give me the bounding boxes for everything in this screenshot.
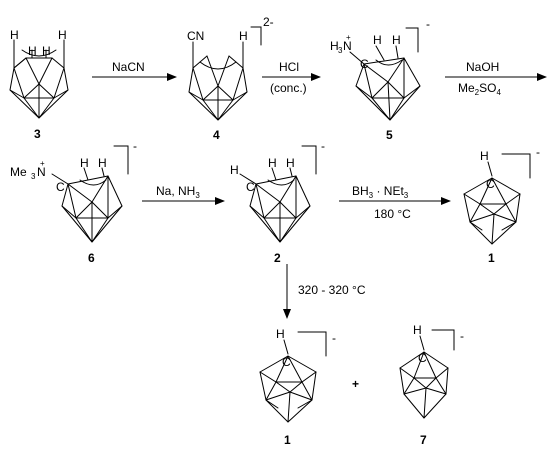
compound-2-structure: [239, 145, 317, 243]
compound-5-hydrogen-a: H: [373, 33, 382, 47]
compound-6-n-plus: +: [40, 159, 45, 168]
compound-5-structure: [349, 27, 421, 121]
compound-4-structure: [188, 26, 262, 121]
compound-4-charge: 2-: [263, 15, 274, 29]
compound-4-label: 4: [213, 128, 220, 142]
compound-7-label: 7: [420, 433, 427, 447]
compound-5-h: H: [330, 39, 339, 53]
compound-2-label: 2: [274, 251, 281, 265]
compound-2-charge: -: [321, 139, 325, 153]
reagent-hcl: HCl: [279, 60, 299, 74]
compound-4-cn-group: CN: [187, 29, 204, 43]
compound-3-label: 3: [34, 127, 41, 141]
compound-1-top-charge: -: [536, 145, 540, 159]
compound-1-top-hydrogen: H: [480, 149, 489, 163]
reagent-na-nh3: Na, NH3: [156, 184, 200, 200]
compound-1-bottom-carbon: C: [282, 355, 291, 369]
compound-7-hydrogen: H: [413, 323, 422, 337]
compound-5-h-sub: 3: [338, 46, 343, 55]
compound-7-charge: -: [460, 329, 464, 343]
compound-6-carbon: C: [56, 180, 65, 194]
compound-1-bottom-hydrogen: H: [276, 327, 285, 341]
compound-6-n: N: [37, 165, 46, 179]
compound-5-label: 5: [386, 128, 393, 142]
compound-7-carbon: C: [418, 351, 427, 365]
compound-1-top-structure: [463, 153, 531, 245]
reagent-180c: 180 °C: [374, 207, 411, 221]
reagent-bh3-net3: BH3 · NEt3: [352, 184, 409, 200]
compound-3-hydrogen-bridge-right: H: [42, 44, 51, 58]
reagent-320c: 320 - 320 °C: [298, 283, 366, 297]
compound-1-bottom-charge: -: [332, 331, 336, 345]
reagent-me2so4: Me2SO4: [458, 81, 501, 97]
compound-6-me-sub: 3: [31, 172, 36, 181]
compound-6-charge: -: [133, 139, 137, 153]
compound-4-hydrogen: H: [239, 29, 248, 43]
compound-1-bottom-label: 1: [284, 433, 291, 447]
compound-5-n-plus: +: [346, 33, 351, 42]
plus-sign: +: [352, 377, 359, 391]
compound-3-hydrogen-bridge-left: H: [28, 44, 37, 58]
compound-3-hydrogen-left: H: [10, 28, 19, 42]
compound-6-hydrogen-b: H: [98, 156, 107, 170]
reagent-conc: (conc.): [270, 81, 307, 95]
compound-5-hydrogen-b: H: [392, 33, 401, 47]
compound-5-n: N: [343, 39, 352, 53]
compound-6-label: 6: [88, 251, 95, 265]
compound-2-hydrogen-a: H: [268, 156, 277, 170]
compound-6-hydrogen-a: H: [80, 156, 89, 170]
compound-3-structure: [9, 39, 69, 119]
reagent-naoh: NaOH: [466, 60, 499, 74]
compound-1-top-carbon: C: [486, 177, 495, 191]
compound-1-bottom-structure: [259, 331, 327, 423]
compound-1-top-label: 1: [488, 251, 495, 265]
compound-7-structure: [399, 329, 455, 419]
compound-2-hydrogen-b: H: [286, 156, 295, 170]
compound-2-hydrogen-c: H: [230, 163, 239, 177]
reagent-nacn: NaCN: [112, 60, 145, 74]
compound-6-structure: [51, 145, 129, 243]
compound-3-hydrogen-right: H: [58, 28, 67, 42]
compound-6-me: Me: [10, 165, 27, 179]
compound-5-carbon: C: [360, 57, 369, 71]
compound-2-carbon: C: [246, 180, 255, 194]
compound-5-charge: -: [426, 17, 430, 31]
